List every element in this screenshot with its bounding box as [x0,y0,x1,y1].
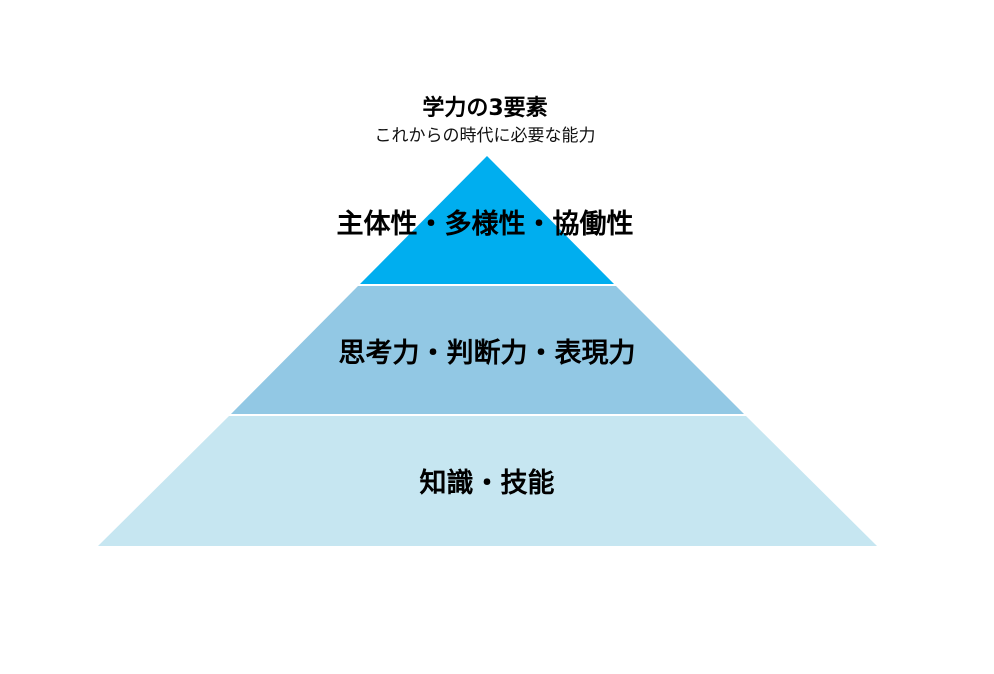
tier-label-middle: 思考力・判断力・表現力 [339,338,636,369]
diagram-subtitle: これからの時代に必要な能力 [374,126,596,146]
tier-label-bottom: 知識・技能 [420,467,555,499]
pyramid-tier-bottom [98,416,877,546]
pyramid-tier-middle [229,286,746,416]
diagram-title: 学力の3要素 [422,96,548,121]
tier-label-top: 主体性・多様性・協働性 [337,209,634,240]
pyramid-tier-top [358,156,616,286]
